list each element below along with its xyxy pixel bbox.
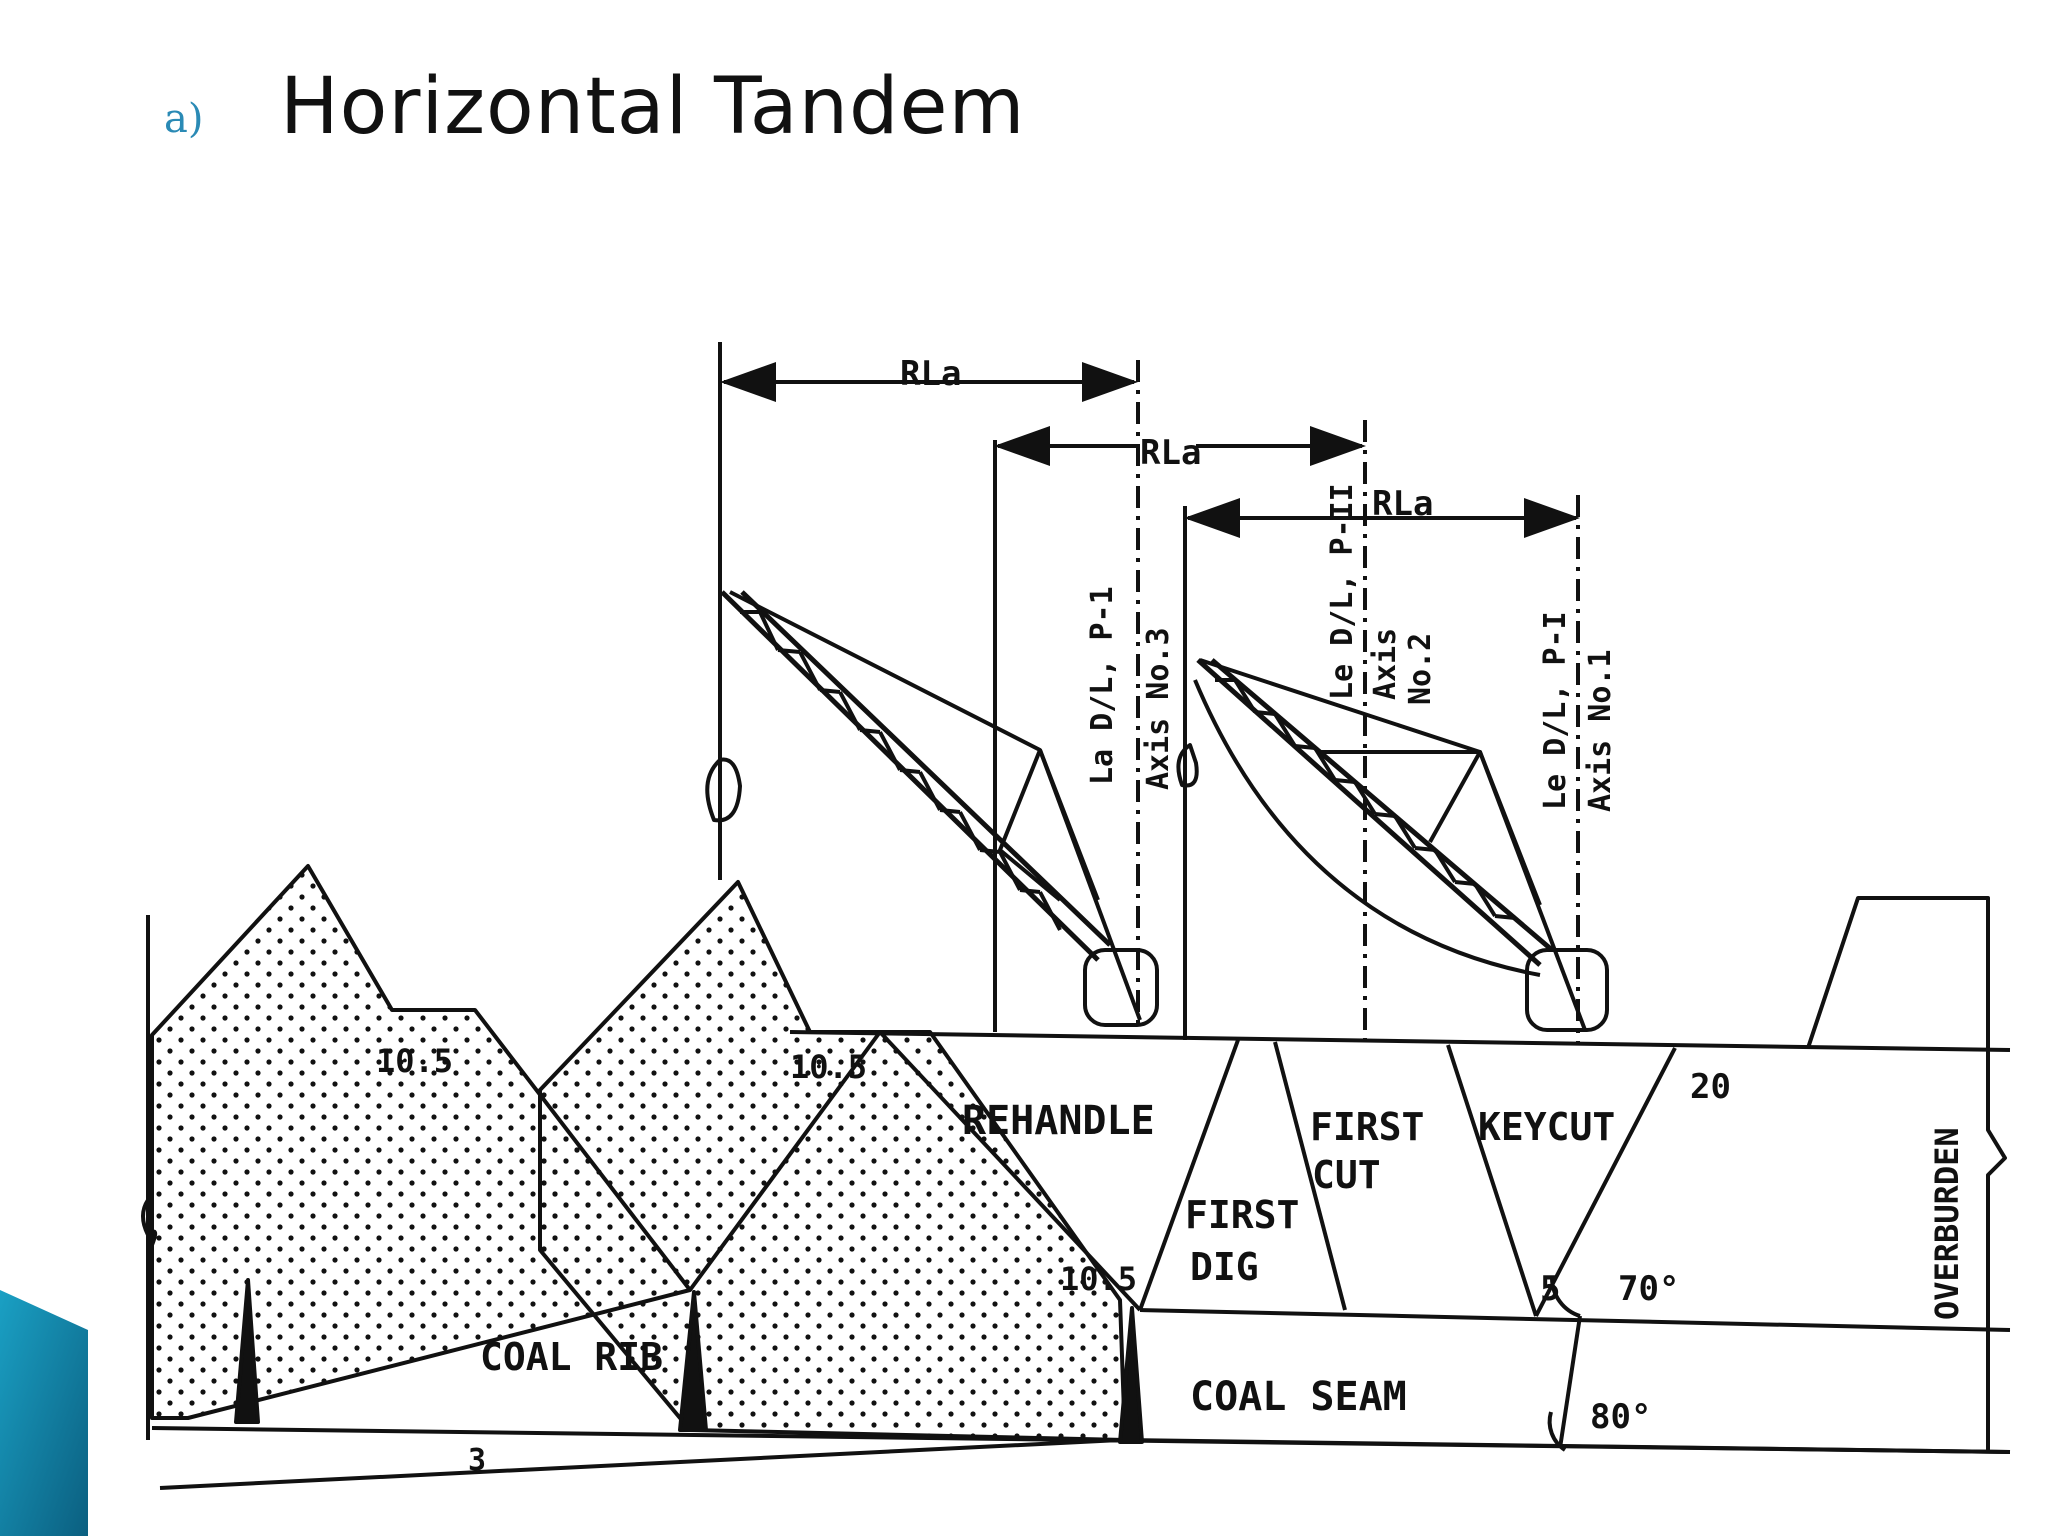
first-dig-label-2: DIG — [1190, 1245, 1259, 1289]
radius-label-2: RLa — [1140, 433, 1201, 473]
angle-80-label: 80° — [1590, 1397, 1651, 1437]
slide-title: Horizontal Tandem — [280, 62, 1026, 152]
angle-70-label: 70° — [1618, 1269, 1679, 1309]
bullet-marker: a) — [164, 96, 204, 142]
first-cut-label-1: FIRST — [1310, 1105, 1424, 1149]
axis-1-label-a: Le D/L, P-I — [1538, 611, 1573, 810]
slope-label-mid: 10.5 — [790, 1048, 867, 1086]
coal-seam-label: COAL SEAM — [1190, 1374, 1407, 1420]
keycut-label: KEYCUT — [1478, 1105, 1615, 1149]
coal-rib-label: COAL RIB — [480, 1335, 663, 1379]
overburden-label: OVERBURDEN — [1928, 1127, 1966, 1320]
spoil-pile-2 — [538, 880, 1127, 1442]
dim-3-label: 3 — [468, 1443, 486, 1478]
axis-2-label-b: Axis — [1368, 628, 1403, 700]
height-20-label: 20 — [1690, 1067, 1731, 1107]
rehandle-label: REHANDLE — [962, 1098, 1155, 1144]
accent-shape — [0, 1290, 88, 1536]
slope-label-low: 10.5 — [1060, 1260, 1137, 1298]
radius-label-3: RLa — [1372, 484, 1433, 524]
first-dig-label-1: FIRST — [1185, 1193, 1299, 1237]
slope-label-left: 10.5 — [376, 1042, 453, 1080]
axis-2-label-a: Le D/L, P-II — [1325, 483, 1360, 700]
dim-5-label: 5 — [1540, 1269, 1560, 1309]
axis-1-label-b: Axis No.1 — [1583, 649, 1618, 812]
radius-label-1: RLa — [900, 354, 961, 394]
axis-3-label-a: La D/L, P-1 — [1085, 586, 1120, 785]
first-cut-label-2: CUT — [1312, 1153, 1381, 1197]
axis-3-label-b: Axis No.3 — [1141, 627, 1176, 790]
axis-2-label-c: No.2 — [1403, 633, 1438, 705]
